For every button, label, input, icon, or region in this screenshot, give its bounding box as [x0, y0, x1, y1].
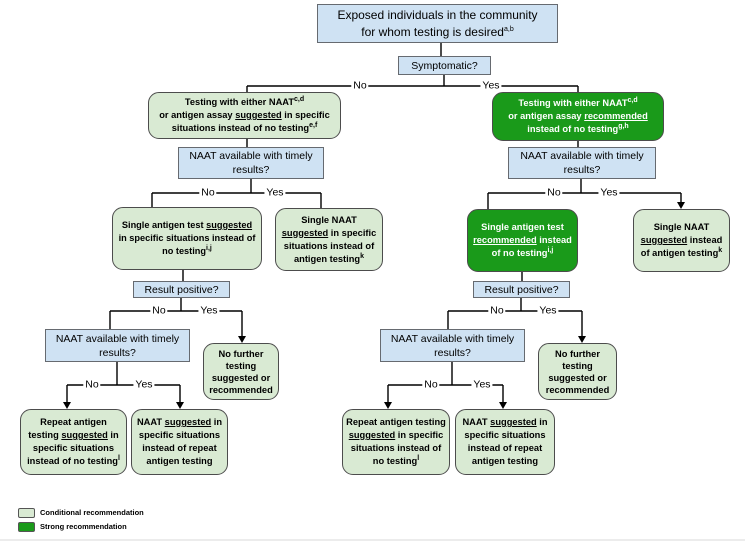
edge-label-no-result-right: No	[488, 304, 506, 317]
conditional-swatch	[18, 508, 35, 518]
edge-label-no-naat1-left: No	[199, 186, 217, 199]
legend-strong: Strong recommendation	[18, 522, 127, 532]
edge-label-yes-result-right: Yes	[537, 304, 559, 317]
edge-label-no-symptomatic: No	[351, 79, 369, 92]
node-result-positive-right: Result positive?	[473, 281, 570, 298]
node-result-positive-left: Result positive?	[133, 281, 230, 298]
strong-swatch	[18, 522, 35, 532]
bottom-divider	[0, 539, 745, 541]
legend-conditional-label: Conditional recommendation	[40, 508, 144, 517]
edge-label-no-naat2-right: No	[422, 378, 440, 391]
edge-label-yes-naat2-right: Yes	[471, 378, 493, 391]
edge-label-no-naat2-left: No	[83, 378, 101, 391]
node-naat-available-left-2: NAAT available with timely results?	[45, 329, 190, 362]
edge-label-yes-naat1-right: Yes	[598, 186, 620, 199]
edge-label-yes-symptomatic: Yes	[480, 79, 502, 92]
edge-label-yes-naat2-left: Yes	[133, 378, 155, 391]
legend-strong-label: Strong recommendation	[40, 522, 127, 531]
edge-label-no-result-left: No	[150, 304, 168, 317]
edge-label-yes-naat1-left: Yes	[264, 186, 286, 199]
node-naat-available-left-1: NAAT available with timely results?	[178, 147, 324, 179]
node-naat-available-right-1: NAAT available with timely results?	[508, 147, 656, 179]
node-naat-available-right-2: NAAT available with timely results?	[380, 329, 525, 362]
node-symptomatic: Symptomatic?	[398, 56, 491, 75]
edge-label-yes-result-left: Yes	[198, 304, 220, 317]
edge-label-no-naat1-right: No	[545, 186, 563, 199]
legend-conditional: Conditional recommendation	[18, 508, 144, 518]
